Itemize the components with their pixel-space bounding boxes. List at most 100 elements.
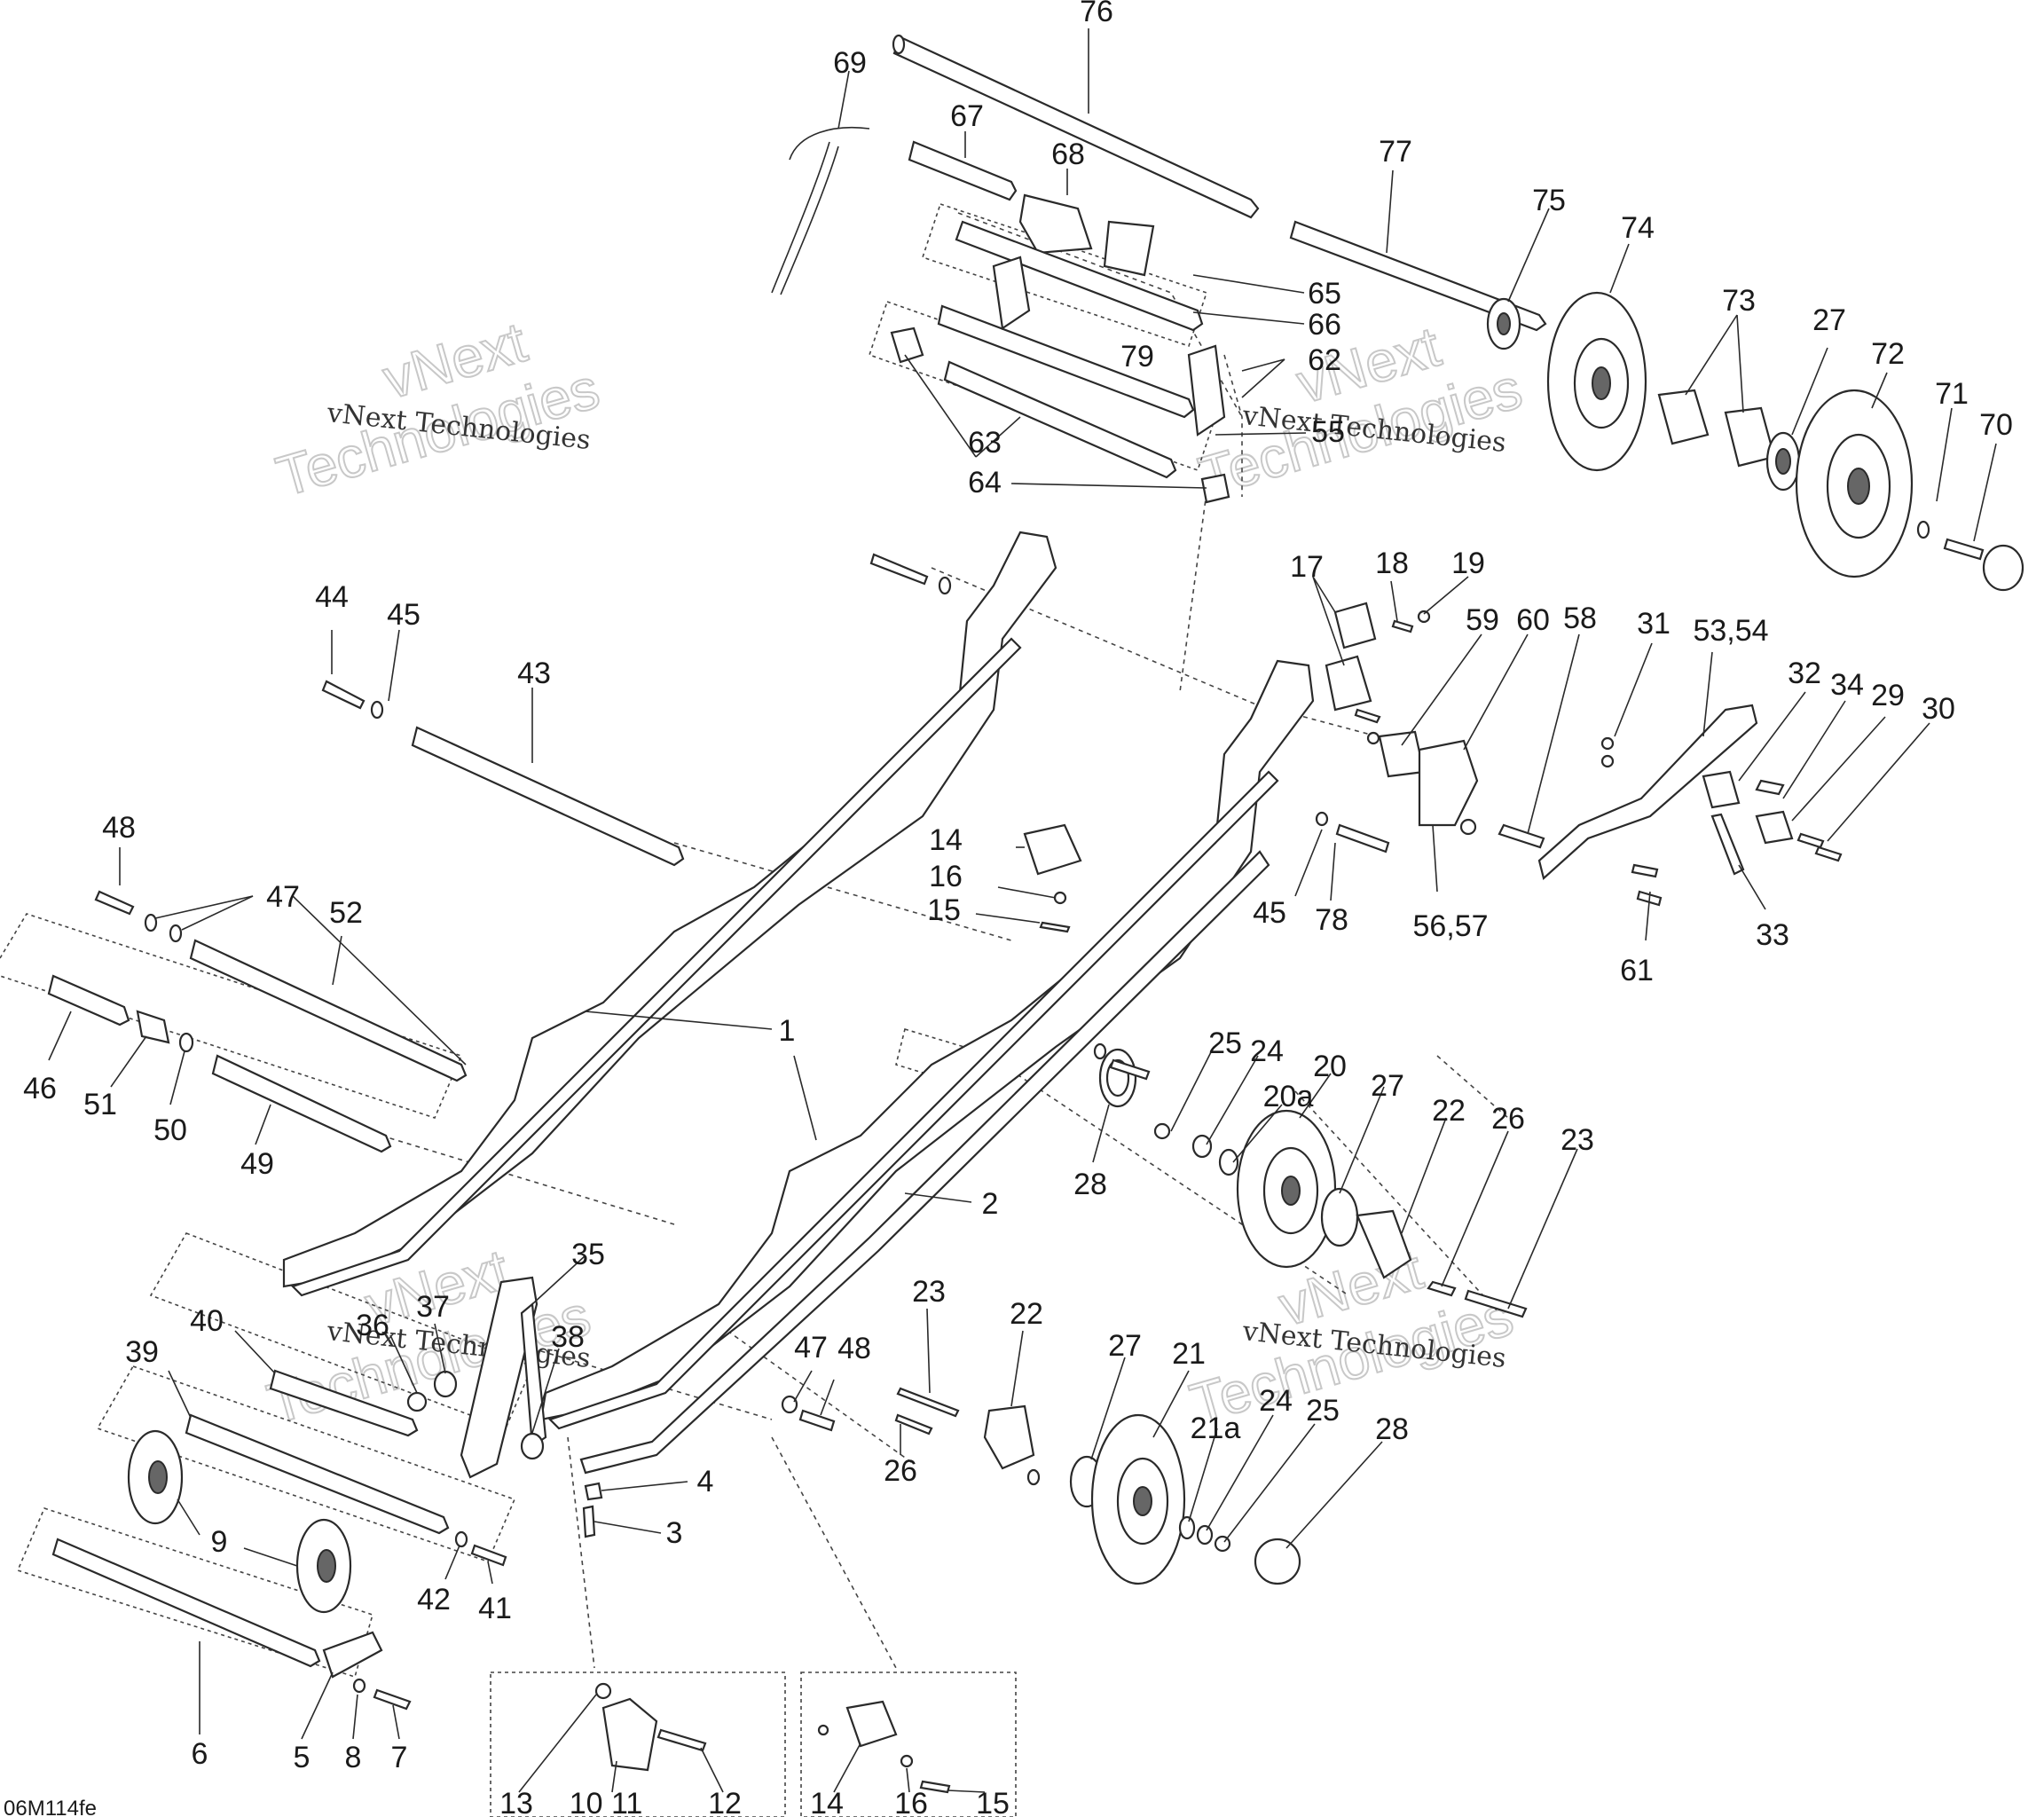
bolt-41 (454, 1530, 507, 1567)
label-38: 38 (551, 1320, 585, 1354)
label-56-57: 56,57 (1412, 909, 1488, 943)
watermark-top-left: vNext Technologies vNext Technologies (269, 309, 607, 509)
label-59: 59 (1466, 603, 1499, 637)
label-30: 30 (1922, 692, 1955, 726)
label-67: 67 (950, 99, 984, 133)
label-18: 18 (1375, 547, 1409, 580)
label-41: 41 (478, 1592, 512, 1625)
label-13: 13 (499, 1787, 533, 1817)
label-31: 31 (1637, 607, 1671, 641)
label-27-mid: 27 (1371, 1069, 1404, 1103)
bolt-48-lower (781, 1395, 836, 1432)
leader-lines (48, 28, 1997, 1793)
label-32: 32 (1788, 657, 1821, 690)
cable-guide-69 (771, 126, 870, 295)
watermark-bottom-right: vNext Technologies vNext Technologies (1183, 1236, 1521, 1436)
bolt-48-rod-52 (94, 890, 468, 1082)
label-15-mid: 15 (927, 893, 961, 927)
detail-14-15-16 (817, 1700, 951, 1794)
label-28-mid: 28 (1073, 1168, 1107, 1201)
label-58: 58 (1563, 602, 1597, 635)
label-39: 39 (125, 1335, 159, 1369)
ring-28-top (1093, 1042, 1151, 1108)
callout-labels: 76 69 67 68 77 75 74 73 27 72 71 70 65 6… (23, 0, 2013, 1817)
hub-73 (1657, 389, 1776, 468)
label-77: 77 (1379, 135, 1412, 169)
label-27-top: 27 (1812, 303, 1846, 337)
rod-40 (185, 1369, 450, 1535)
label-47-top: 47 (266, 880, 300, 914)
spacer-75 (1486, 297, 1521, 350)
wheel-9-upper (127, 1429, 184, 1525)
detail-10-11-12-13 (594, 1682, 707, 1772)
clips-17-18-19 (1325, 602, 1431, 745)
label-61: 61 (1620, 954, 1654, 987)
label-9: 9 (211, 1525, 228, 1559)
label-22-low: 22 (1010, 1297, 1043, 1331)
label-22-mid: 22 (1432, 1094, 1466, 1128)
label-21a: 21a (1191, 1412, 1241, 1445)
hub-22-lower (894, 1387, 1041, 1486)
label-43: 43 (517, 657, 551, 690)
arm-brackets (992, 256, 1226, 437)
label-68: 68 (1051, 138, 1085, 171)
label-10-11: 10 11 (570, 1787, 643, 1817)
label-66: 66 (1308, 308, 1341, 342)
label-73: 73 (1722, 284, 1756, 318)
label-75: 75 (1532, 184, 1566, 217)
slider-3-4 (582, 1482, 603, 1538)
label-74: 74 (1621, 211, 1655, 245)
bolt-70-washer-71 (1916, 520, 2024, 592)
label-69: 69 (833, 46, 867, 80)
wheel-9-lower (295, 1518, 352, 1614)
label-55: 55 (1311, 415, 1345, 449)
label-70: 70 (1979, 408, 2013, 442)
shaft-6 (51, 1538, 321, 1668)
label-17: 17 (1290, 550, 1324, 584)
block-14 (1023, 823, 1082, 933)
label-52: 52 (329, 896, 363, 930)
label-14-mid: 14 (929, 823, 963, 857)
label-20: 20 (1313, 1050, 1347, 1083)
label-20a: 20a (1263, 1080, 1314, 1113)
rods-46-49 (47, 974, 392, 1153)
label-35: 35 (571, 1238, 605, 1271)
bracket-68 (1018, 193, 1155, 277)
label-63: 63 (968, 426, 1002, 460)
wheel-72 (1795, 389, 1914, 578)
rod-43 (411, 726, 685, 867)
wheel-21 (1069, 1413, 1301, 1585)
label-2: 2 (982, 1187, 999, 1221)
label-60: 60 (1516, 603, 1550, 637)
label-5: 5 (294, 1741, 311, 1774)
label-16-mid: 16 (929, 860, 963, 893)
label-6: 6 (192, 1737, 208, 1771)
label-42: 42 (417, 1583, 451, 1616)
label-78: 78 (1315, 903, 1348, 937)
label-12: 12 (708, 1787, 742, 1817)
label-19: 19 (1451, 547, 1485, 580)
label-24-mid: 24 (1250, 1034, 1284, 1068)
label-23-mid: 23 (1561, 1123, 1594, 1157)
label-1: 1 (779, 1014, 796, 1048)
label-21: 21 (1172, 1337, 1206, 1371)
wheel-74 (1546, 291, 1647, 472)
label-25-mid: 25 (1208, 1026, 1242, 1060)
label-40: 40 (190, 1304, 224, 1338)
bolt-44 (321, 680, 384, 720)
rail-bolt-top (869, 553, 952, 595)
label-44: 44 (315, 580, 349, 614)
label-76: 76 (1080, 0, 1113, 28)
figure-code: 06M114fe (4, 1797, 97, 1817)
rods-65-66 (937, 220, 1204, 479)
wheel-20 (1153, 1109, 1528, 1318)
label-45-mid: 45 (1253, 896, 1286, 930)
label-48-top: 48 (102, 811, 136, 845)
label-14-box: 14 (810, 1787, 844, 1817)
label-48-low: 48 (837, 1332, 871, 1365)
label-26-mid: 26 (1491, 1102, 1525, 1136)
label-16-box: 16 (894, 1787, 928, 1817)
label-34: 34 (1830, 668, 1864, 702)
label-47-low: 47 (794, 1331, 828, 1365)
label-25-low: 25 (1306, 1394, 1340, 1428)
